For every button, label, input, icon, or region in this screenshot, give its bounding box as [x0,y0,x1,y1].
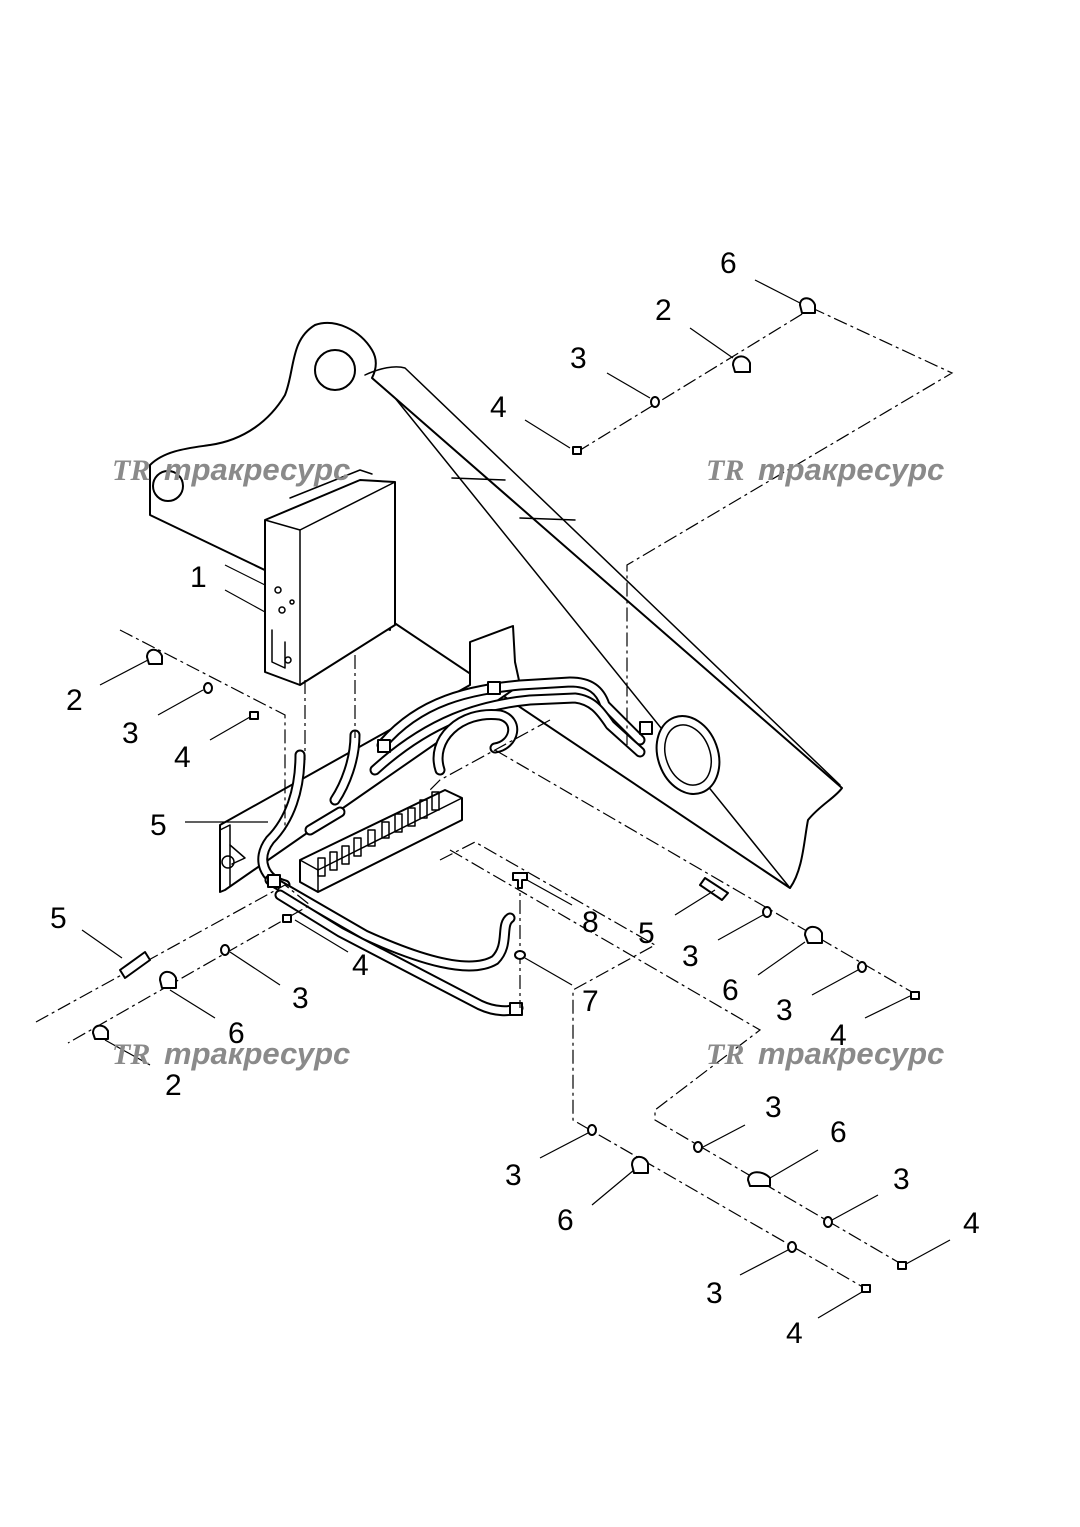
watermark-text: тракресурс [164,1036,350,1071]
watermark-logo: TR [706,1038,744,1071]
callout-6-right: 6 [722,974,739,1007]
callout-3-mid: 3 [292,982,309,1015]
callout-4-bottom-b: 4 [963,1207,980,1240]
callout-4-top: 4 [490,391,507,424]
callout-4-left: 4 [174,741,191,774]
watermark-bottom-left: TR тракресурс [112,1036,350,1071]
watermark-top-left: TR тракресурс [112,452,350,487]
callout-6-bottom-b: 6 [830,1116,847,1149]
callout-4-mid: 4 [352,949,369,982]
watermark-text: тракресурс [758,1036,944,1071]
callout-5-lower: 5 [50,902,67,935]
callout-2-top: 2 [655,294,672,327]
watermark-top-right: TR тракресурс [706,452,944,487]
callout-6-lower: 6 [228,1017,245,1050]
watermark-logo: TR [112,454,150,487]
watermark-text: тракресурс [164,452,350,487]
callout-6-top: 6 [720,247,737,280]
callout-6-bottom-a: 6 [557,1204,574,1237]
callout-3-bottom-a: 3 [505,1159,522,1192]
callout-7: 7 [582,985,599,1018]
mounting-plate [219,625,521,893]
callout-3-left: 3 [122,717,139,750]
callout-5-left: 5 [150,809,167,842]
hardware-parts [92,297,920,1293]
leader-lines [81,279,951,1319]
callout-2-left: 2 [66,684,83,717]
callout-8: 8 [582,906,599,939]
watermark-logo: TR [112,1038,150,1071]
callout-4-right: 4 [830,1019,847,1052]
callout-3-bottom-c: 3 [765,1091,782,1124]
callout-3-top: 3 [570,342,587,375]
watermark-logo: TR [706,454,744,487]
callout-3-bottom-b: 3 [706,1277,723,1310]
callout-labels: 6 2 3 4 1 2 3 4 5 5 4 3 6 2 8 7 5 3 6 3 … [50,247,980,1350]
manifold-block [299,789,463,893]
callout-5-right: 5 [638,917,655,950]
watermark-text: тракресурс [758,452,944,487]
callout-3-right-a: 3 [682,940,699,973]
callout-3-bottom-d: 3 [893,1163,910,1196]
hydraulic-hoses [257,676,653,1017]
callout-2-lower: 2 [165,1069,182,1102]
boom-arm [149,322,843,889]
callout-4-bottom-a: 4 [786,1317,803,1350]
control-box [264,469,396,686]
assembly-lines [35,307,954,1291]
callout-3-right-b: 3 [776,994,793,1027]
callout-1: 1 [190,561,207,594]
watermark-bottom-right: TR тракресурс [706,1036,944,1071]
